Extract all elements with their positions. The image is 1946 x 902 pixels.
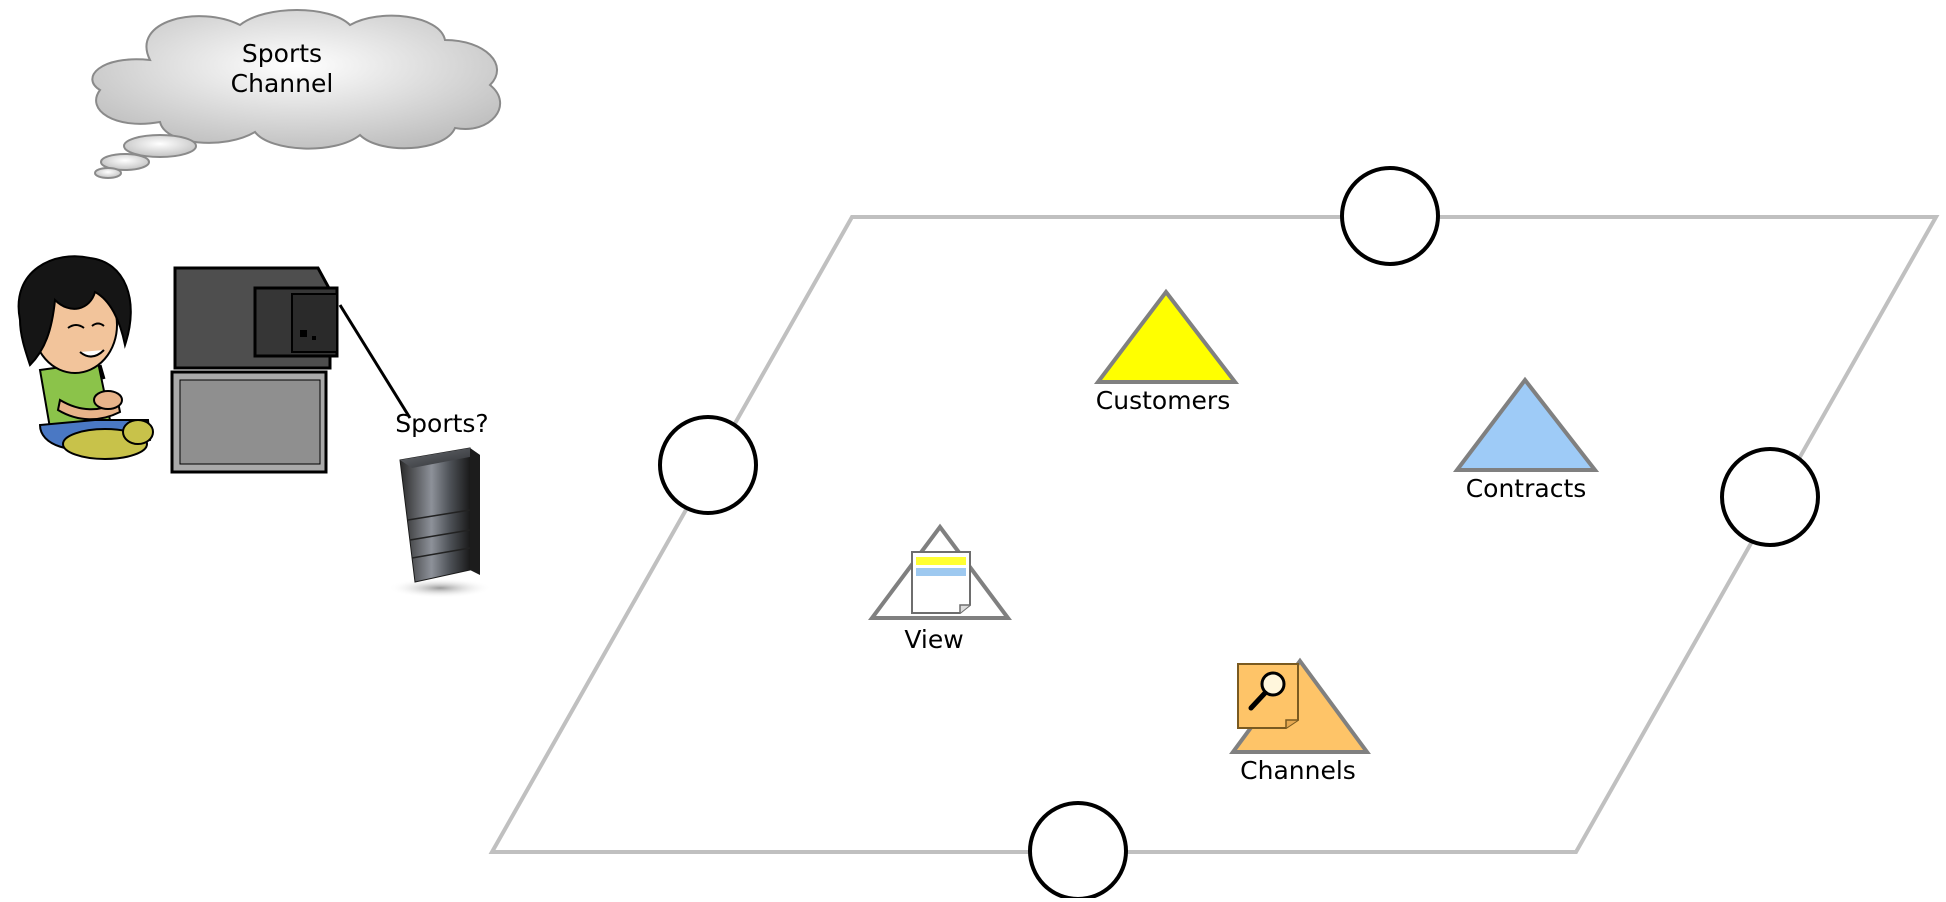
customers-triangle — [1093, 288, 1240, 384]
view-label: View — [904, 625, 963, 654]
port-bottom[interactable] — [1028, 801, 1128, 901]
contracts-label: Contracts — [1466, 474, 1587, 503]
node-contracts[interactable]: Contracts — [1452, 376, 1600, 503]
cloud-text-line2: Channel — [231, 69, 334, 98]
document-icon — [911, 551, 971, 614]
port-left[interactable] — [658, 415, 758, 515]
cloud-text-line1: Sports — [242, 39, 322, 68]
server-illustration: Sports? — [388, 409, 492, 598]
node-customers[interactable]: Customers — [1093, 288, 1240, 415]
search-icon — [1237, 663, 1299, 729]
thought-cloud: Sports Channel — [91, 9, 502, 179]
node-channels[interactable]: Channels — [1229, 657, 1371, 785]
television-illustration — [170, 266, 412, 474]
port-right[interactable] — [1720, 447, 1820, 547]
server-caption: Sports? — [395, 409, 488, 438]
node-view[interactable]: View — [868, 523, 1012, 654]
component-plane — [488, 215, 1940, 854]
customers-label: Customers — [1096, 386, 1230, 415]
port-top[interactable] — [1340, 166, 1440, 266]
channels-label: Channels — [1240, 756, 1356, 785]
person-illustration — [17, 255, 154, 460]
contracts-triangle — [1452, 376, 1600, 472]
